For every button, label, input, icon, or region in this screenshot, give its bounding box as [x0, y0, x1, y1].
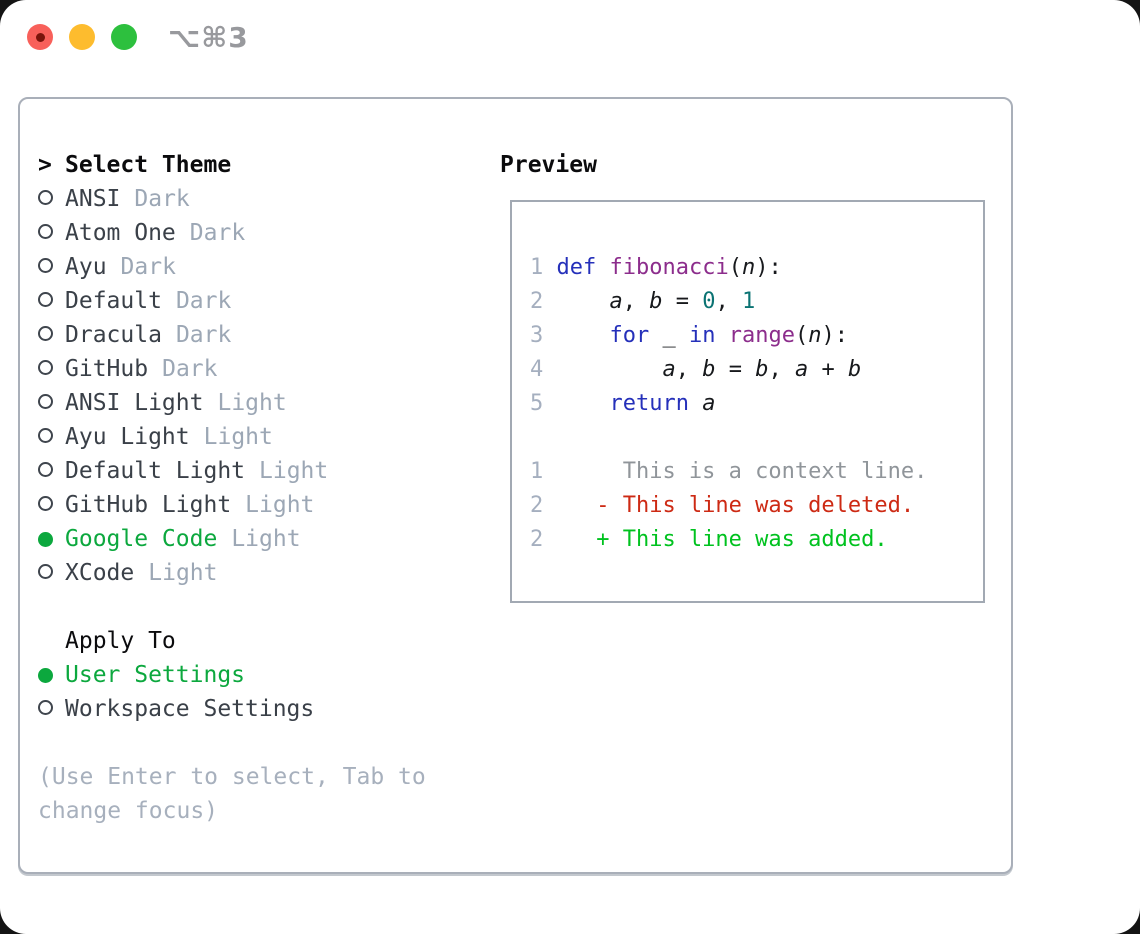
theme-option-ayu[interactable]: Ayu Dark: [38, 250, 328, 284]
option-label: GitHub Light: [65, 492, 232, 518]
radio-icon: [38, 700, 53, 715]
theme-option-ansi[interactable]: ANSI Dark: [38, 182, 328, 216]
theme-option-xcode[interactable]: XCode Light: [38, 556, 328, 590]
apply-to-header: Apply To: [38, 624, 314, 658]
variant-tag: Light: [259, 458, 329, 484]
variant-tag: Dark: [134, 186, 190, 212]
close-button[interactable]: [27, 24, 53, 50]
radio-icon: [38, 496, 53, 511]
radio-icon: [38, 564, 53, 579]
preview-line-code: 3 for _ in range(n):: [530, 319, 927, 353]
preview-line-context: 1 This is a context line.: [530, 455, 927, 489]
option-label: Default Light: [65, 458, 246, 484]
variant-tag: Dark: [120, 254, 176, 280]
option-label: Ayu Light: [65, 424, 190, 450]
preview-line-code: 2 a, b = 0, 1: [530, 285, 927, 319]
preview-line-deleted: 2 - This line was deleted.: [530, 489, 927, 523]
radio-icon: [38, 224, 53, 239]
preview-line-code: 4 a, b = b, a + b: [530, 353, 927, 387]
radio-icon: [38, 462, 53, 477]
theme-option-dracula[interactable]: Dracula Dark: [38, 318, 328, 352]
line-number: 2: [530, 527, 544, 552]
help-line: (Use Enter to select, Tab to: [38, 764, 426, 790]
variant-tag: Light: [217, 390, 287, 416]
option-label: ANSI: [65, 186, 121, 212]
radio-icon: [38, 360, 53, 375]
theme-option-default[interactable]: Default Dark: [38, 284, 328, 318]
option-label: GitHub: [65, 356, 149, 382]
theme-option-atom-one[interactable]: Atom One Dark: [38, 216, 328, 250]
radio-icon: [38, 190, 53, 205]
variant-tag: Light: [245, 492, 315, 518]
option-label: Default: [65, 288, 162, 314]
theme-option-google-code[interactable]: Google Code Light: [38, 522, 328, 556]
option-label: Workspace Settings: [65, 696, 315, 722]
variant-tag: Light: [203, 424, 273, 450]
help-line: change focus): [38, 798, 219, 824]
option-label: Ayu: [65, 254, 107, 280]
minimize-button[interactable]: [69, 24, 95, 50]
select-theme-header: > Select Theme: [38, 148, 328, 182]
cursor-caret-icon: >: [38, 152, 52, 178]
select-theme-label: Select Theme: [65, 152, 232, 178]
radio-icon: [38, 326, 53, 341]
radio-icon: [38, 394, 53, 409]
zoom-button[interactable]: [111, 24, 137, 50]
theme-option-ansi-light[interactable]: ANSI Light Light: [38, 386, 328, 420]
traffic-lights: [27, 24, 137, 50]
variant-tag: Dark: [175, 288, 232, 314]
variant-tag: Light: [148, 560, 218, 586]
line-number: 1: [530, 255, 544, 280]
theme-option-default-light[interactable]: Default Light Light: [38, 454, 328, 488]
preview-label: Preview: [500, 152, 597, 178]
apply-option-user-settings[interactable]: User Settings: [38, 658, 314, 692]
theme-option-github[interactable]: GitHub Dark: [38, 352, 328, 386]
line-number: 3: [530, 323, 544, 348]
preview-line-added: 2 + This line was added.: [530, 523, 927, 557]
line-number: 1: [530, 459, 544, 484]
variant-tag: Dark: [189, 220, 246, 246]
radio-selected-icon: [38, 668, 53, 683]
option-label: Atom One: [65, 220, 176, 246]
preview-line-blank: [530, 421, 927, 455]
variant-tag: Light: [231, 526, 301, 552]
line-number: 2: [530, 289, 544, 314]
radio-icon: [38, 292, 53, 307]
variant-tag: Dark: [175, 322, 232, 348]
radio-icon: [38, 258, 53, 273]
option-label: XCode: [65, 560, 135, 586]
option-label: Google Code: [65, 526, 218, 552]
apply-to-label: Apply To: [65, 628, 176, 654]
apply-option-workspace-settings[interactable]: Workspace Settings: [38, 692, 314, 726]
window-title-shortcut: ⌥⌘3: [168, 21, 249, 54]
help-text: (Use Enter to select, Tab to change focus…: [38, 760, 426, 828]
option-label: Dracula: [65, 322, 162, 348]
radio-icon: [38, 428, 53, 443]
line-number: 4: [530, 357, 544, 382]
line-number: 5: [530, 391, 544, 416]
line-number: 2: [530, 493, 544, 518]
option-label: ANSI Light: [65, 390, 204, 416]
option-label: User Settings: [65, 662, 246, 688]
theme-option-github-light[interactable]: GitHub Light Light: [38, 488, 328, 522]
theme-option-ayu-light[interactable]: Ayu Light Light: [38, 420, 328, 454]
variant-tag: Dark: [162, 356, 218, 382]
title-bar: ⌥⌘3: [0, 0, 1140, 72]
radio-selected-icon: [38, 532, 53, 547]
preview-line-code: 5 return a: [530, 387, 927, 421]
